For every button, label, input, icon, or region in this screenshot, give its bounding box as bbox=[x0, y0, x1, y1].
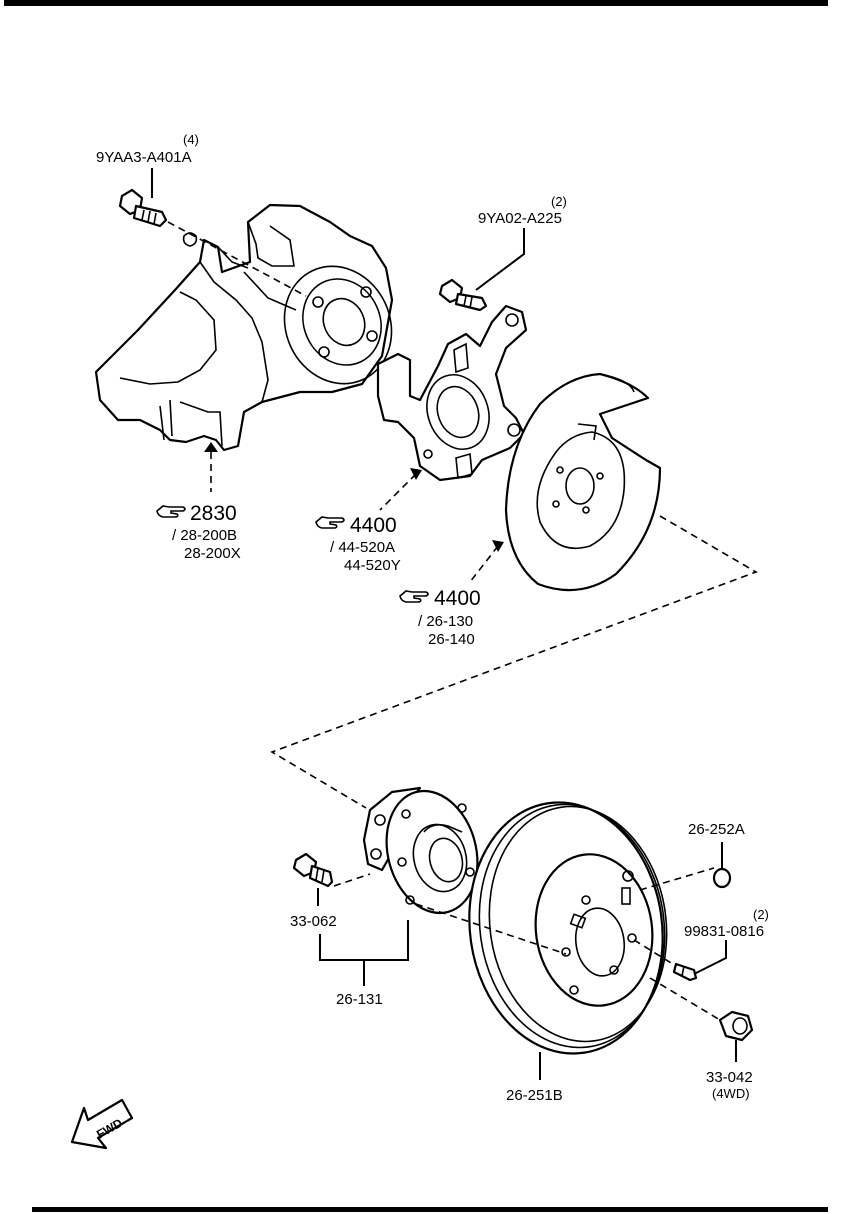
shield-ref-page: 4400 bbox=[434, 587, 481, 610]
hand-pointer-icon bbox=[315, 516, 345, 529]
hub-assembly-drawing bbox=[362, 786, 479, 915]
knuckle-bolt-code: 9YAA3-A401A bbox=[96, 149, 192, 166]
plate-bolt-code: 9YA02-A225 bbox=[478, 210, 562, 227]
plate-bolt-qty: (2) bbox=[551, 194, 567, 209]
hub-assembly-code: 26-131 bbox=[336, 991, 383, 1008]
plate-ref-sub1: / 44-520A bbox=[330, 539, 395, 556]
lock-nut-drawing bbox=[649, 977, 754, 1062]
knuckle-ref-page: 2830 bbox=[190, 502, 237, 525]
mount-plate-drawing bbox=[376, 304, 528, 482]
top-border bbox=[4, 0, 828, 6]
knuckle-drawing bbox=[94, 203, 394, 452]
lock-nut-note: (4WD) bbox=[712, 1086, 750, 1101]
hub-bolt-code: 33-062 bbox=[290, 913, 337, 930]
screw-code: 99831-0816 bbox=[684, 923, 764, 940]
knuckle-ref-sub2: 28-200X bbox=[184, 545, 241, 562]
plate-ref-page: 4400 bbox=[350, 514, 397, 537]
cap-drawing bbox=[639, 842, 732, 891]
knuckle-bolt-drawing bbox=[118, 168, 307, 297]
fwd-arrow-icon: FWD bbox=[70, 1098, 134, 1150]
cap-code: 26-252A bbox=[688, 821, 745, 838]
plate-bolt-drawing bbox=[438, 228, 525, 312]
screw-qty: (2) bbox=[753, 907, 769, 922]
shield-ref-sub2: 26-140 bbox=[428, 631, 475, 648]
screw-drawing bbox=[633, 939, 727, 982]
bottom-border bbox=[32, 1207, 828, 1212]
hub-bolt-drawing bbox=[292, 852, 371, 906]
knuckle-bolt-qty: (4) bbox=[183, 132, 199, 147]
dust-shield-drawing bbox=[504, 372, 662, 592]
lock-nut-code: 33-042 bbox=[706, 1069, 753, 1086]
disc-code: 26-251B bbox=[506, 1087, 563, 1104]
hand-pointer-icon bbox=[156, 505, 186, 518]
brake-disc-drawing bbox=[415, 801, 668, 1080]
shield-ref-sub1: / 26-130 bbox=[418, 613, 473, 630]
plate-ref-sub2: 44-520Y bbox=[344, 557, 401, 574]
hand-pointer-icon bbox=[399, 590, 429, 603]
knuckle-ref-sub1: / 28-200B bbox=[172, 527, 237, 544]
